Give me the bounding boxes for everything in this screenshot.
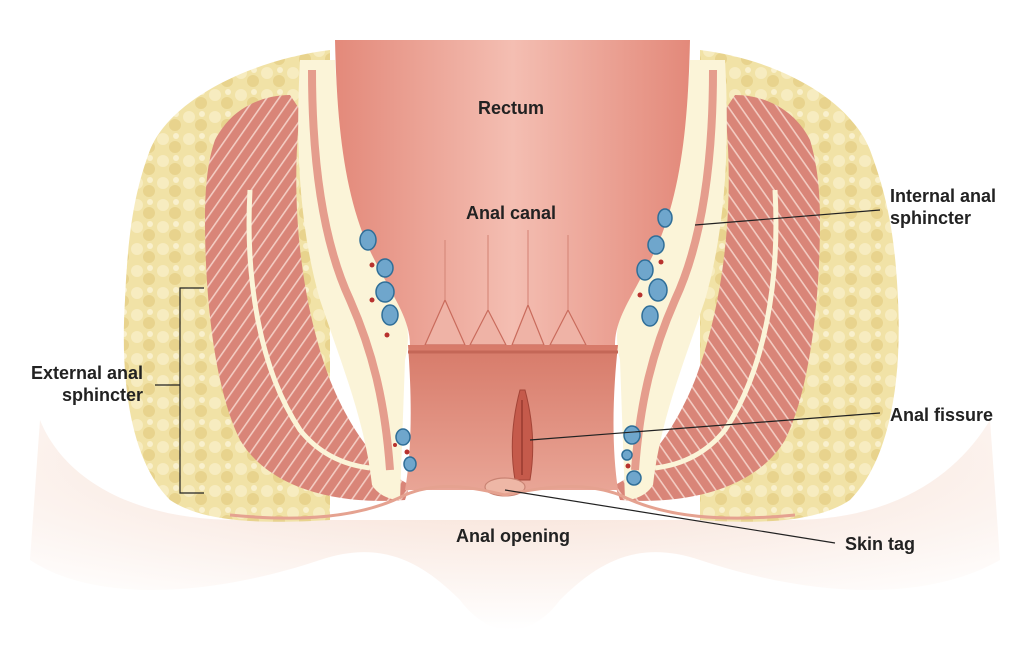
skin-region (30, 420, 1000, 630)
left-external-sphincter-muscle (205, 95, 410, 501)
label-anal-fissure: Anal fissure (890, 405, 994, 425)
left-blood-vessels (359, 229, 417, 472)
label-internal-line2: sphincter (890, 208, 972, 228)
anal-columns (424, 298, 587, 346)
label-external-line2: sphincter (61, 385, 143, 405)
right-blood-vessels (621, 208, 673, 486)
label-external-line1: External anal (30, 363, 143, 383)
leader-lines (155, 209, 881, 544)
label-internal-anal-sphincter: Internal anal sphincter (890, 185, 996, 229)
label-anal-canal: Anal canal (466, 203, 557, 223)
label-internal-line1: Internal anal (890, 186, 997, 206)
label-anal-opening: Anal opening (456, 526, 570, 546)
anal-opening (229, 485, 796, 520)
label-rectum: Rectum (478, 98, 545, 118)
label-external-anal-sphincter: External anal sphincter (31, 362, 143, 406)
right-external-sphincter-muscle (615, 95, 820, 501)
rectum (335, 40, 690, 345)
lower-anal-canal (405, 345, 618, 490)
label-skin-tag: Skin tag (845, 534, 916, 554)
